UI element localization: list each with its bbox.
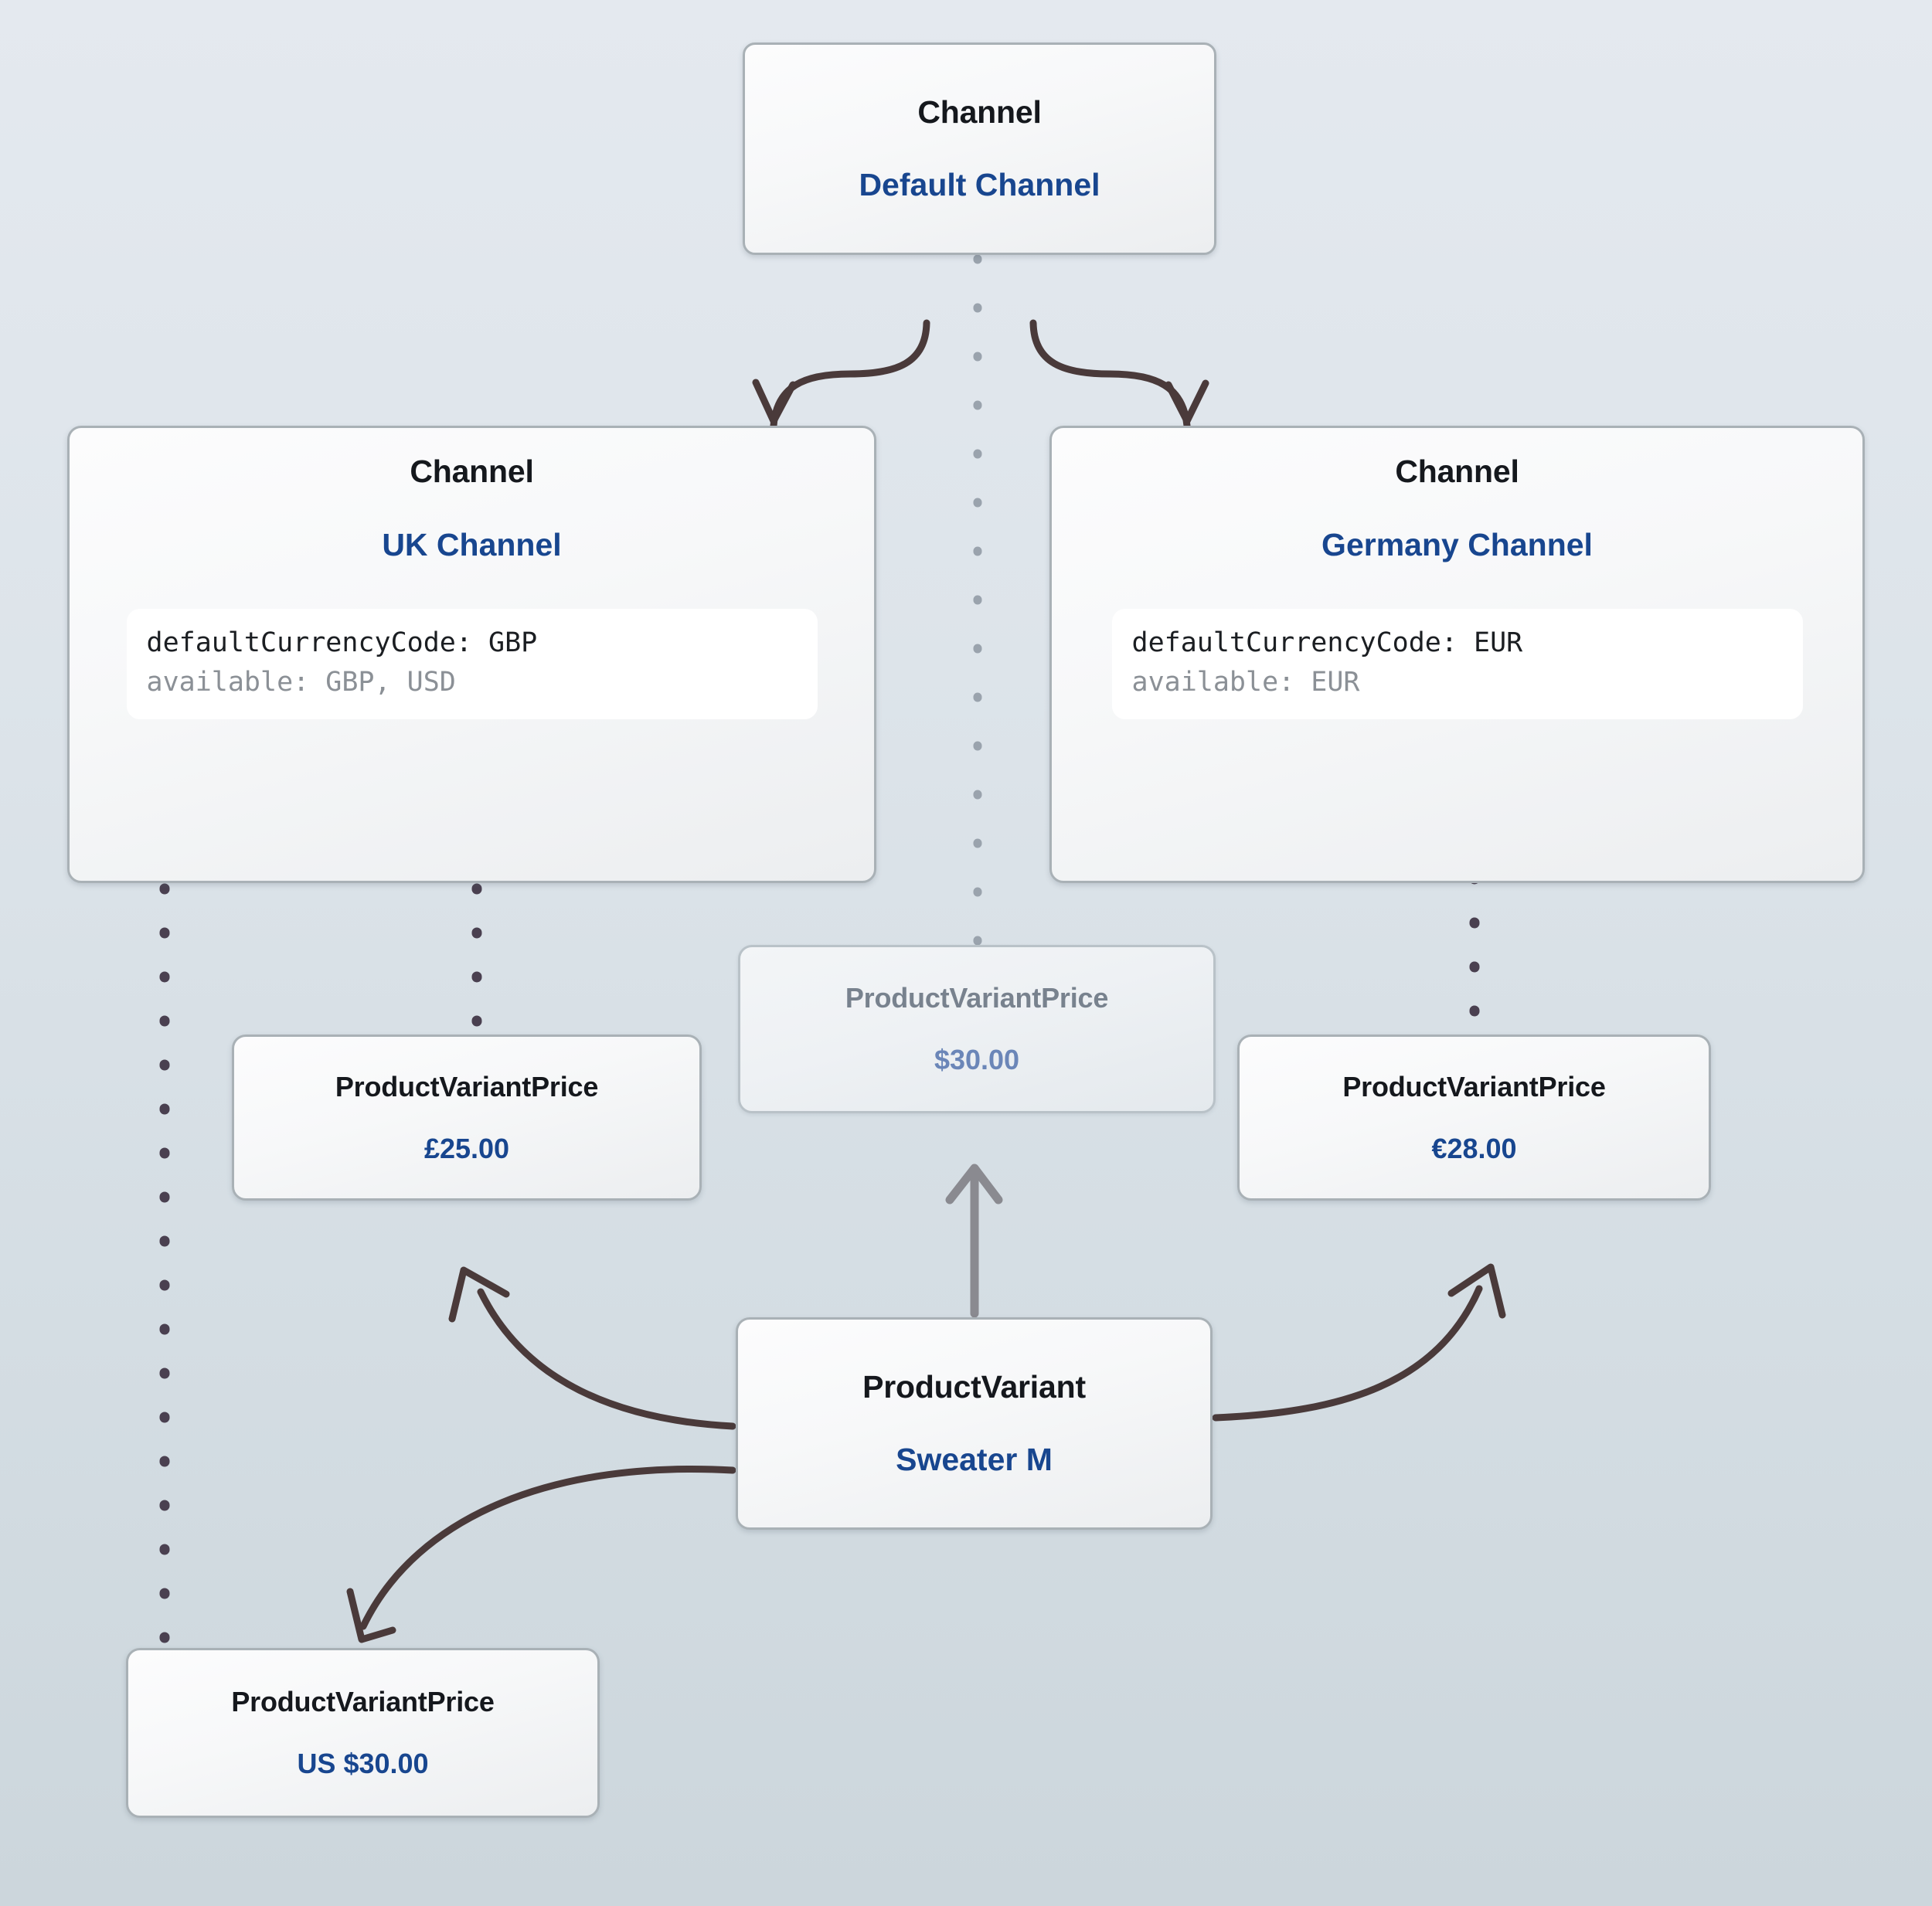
node-type-label: Channel bbox=[1395, 454, 1519, 489]
edge-default-channel-to-uk-channel bbox=[770, 319, 930, 430]
arrowhead-default-channel-to-germany-channel bbox=[1165, 379, 1209, 425]
node-default-channel[interactable]: Channel Default Channel bbox=[743, 42, 1216, 255]
node-type-label: ProductVariant bbox=[862, 1369, 1086, 1405]
arrowhead-default-channel-to-uk-channel bbox=[752, 379, 797, 425]
node-price-gbp[interactable]: ProductVariantPrice £25.00 bbox=[232, 1035, 702, 1201]
node-type-label: Channel bbox=[917, 94, 1042, 131]
edge-product-variant-to-price-eur bbox=[1212, 1285, 1483, 1422]
arrowhead-product-variant-to-price-gbp bbox=[448, 1266, 510, 1323]
germany-available-currencies: available: EUR bbox=[1131, 667, 1360, 698]
arrowhead-product-variant-to-price-eur bbox=[1447, 1263, 1506, 1319]
node-price-eur[interactable]: ProductVariantPrice €28.00 bbox=[1237, 1035, 1711, 1201]
node-price-value: US $30.00 bbox=[297, 1748, 429, 1779]
edge-product-variant-to-price-usd bbox=[359, 1465, 736, 1630]
uk-channel-properties: defaultCurrencyCode: GBP available: GBP,… bbox=[126, 609, 818, 719]
node-type-label: ProductVariantPrice bbox=[845, 982, 1109, 1014]
node-product-variant[interactable]: ProductVariant Sweater M bbox=[736, 1317, 1213, 1530]
node-name-label: UK Channel bbox=[382, 527, 562, 563]
uk-default-currency-code: defaultCurrencyCode: GBP bbox=[146, 627, 538, 659]
node-price-value: $30.00 bbox=[934, 1044, 1020, 1075]
node-uk-channel[interactable]: Channel UK Channel defaultCurrencyCode: … bbox=[67, 426, 876, 883]
uk-available-currencies: available: GBP, USD bbox=[146, 667, 456, 698]
node-price-usd-default[interactable]: ProductVariantPrice $30.00 bbox=[738, 945, 1216, 1113]
node-price-value: £25.00 bbox=[423, 1132, 510, 1164]
node-price-usd[interactable]: ProductVariantPrice US $30.00 bbox=[126, 1648, 600, 1818]
node-type-label: Channel bbox=[410, 454, 534, 489]
node-name-label: Germany Channel bbox=[1321, 527, 1593, 563]
germany-channel-properties: defaultCurrencyCode: EUR available: EUR bbox=[1111, 609, 1803, 719]
node-type-label: ProductVariantPrice bbox=[1342, 1070, 1606, 1102]
node-type-label: ProductVariantPrice bbox=[335, 1070, 599, 1102]
edge-product-variant-to-price-gbp bbox=[477, 1288, 736, 1430]
node-price-value: €28.00 bbox=[1431, 1132, 1517, 1164]
arrowhead-product-variant-to-price-usd-default bbox=[945, 1164, 1003, 1204]
node-type-label: ProductVariantPrice bbox=[231, 1686, 495, 1718]
arrowhead-product-variant-to-price-usd bbox=[346, 1588, 396, 1643]
edge-default-channel-to-germany-channel bbox=[1029, 319, 1191, 430]
node-germany-channel[interactable]: Channel Germany Channel defaultCurrencyC… bbox=[1049, 426, 1865, 883]
node-name-label: Default Channel bbox=[859, 166, 1100, 202]
germany-default-currency-code: defaultCurrencyCode: EUR bbox=[1131, 627, 1523, 659]
node-name-label: Sweater M bbox=[896, 1441, 1053, 1477]
